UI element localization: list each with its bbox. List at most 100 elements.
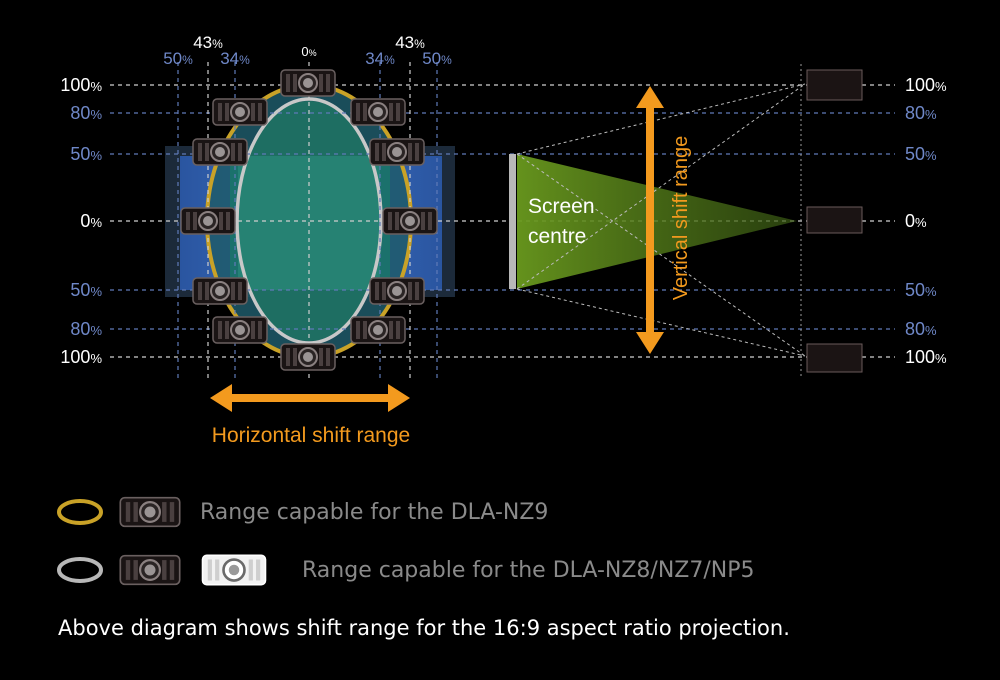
ray-line — [516, 83, 806, 155]
screen-centre-label: centre — [528, 225, 586, 248]
left-percent-labels: 100%80%50%0%50%80%100% — [60, 75, 102, 367]
horizontal-shift-arrow: Horizontal shift range — [210, 384, 410, 447]
projector-icon — [280, 69, 336, 97]
percent-value: 80 — [70, 319, 90, 339]
percent-unit: % — [212, 37, 223, 51]
projector-centre — [806, 206, 863, 234]
percent-unit: % — [935, 79, 947, 94]
percent-label: 50% — [905, 144, 937, 164]
percent-unit: % — [925, 284, 937, 299]
projector-icon — [192, 138, 248, 166]
percent-unit: % — [182, 53, 193, 67]
percent-unit: % — [90, 79, 102, 94]
percent-value: 80 — [905, 319, 925, 339]
percent-unit: % — [915, 215, 927, 230]
percent-label: 80% — [905, 103, 937, 123]
percent-value: 50 — [163, 49, 182, 68]
right-percent-labels: 100%80%50%0%50%80%100% — [905, 75, 947, 367]
projector-icon — [192, 277, 248, 305]
percent-label: 100% — [905, 75, 947, 95]
percent-unit: % — [90, 107, 102, 122]
percent-value: 34 — [365, 49, 384, 68]
percent-label: 100% — [905, 347, 947, 367]
percent-unit: % — [414, 37, 425, 51]
percent-label: 80% — [70, 319, 102, 339]
percent-unit: % — [90, 323, 102, 338]
percent-unit: % — [90, 215, 102, 230]
percent-label: 34% — [220, 49, 250, 68]
percent-value: 80 — [905, 103, 925, 123]
percent-value: 100 — [905, 75, 935, 95]
projector-icon — [180, 207, 236, 235]
percent-unit: % — [935, 351, 947, 366]
percent-label: 100% — [60, 75, 102, 95]
percent-value: 50 — [70, 144, 90, 164]
legend-label-nz9: Range capable for the DLA-NZ9 — [200, 499, 549, 525]
percent-label: 0% — [301, 44, 316, 59]
ray-line — [516, 288, 806, 357]
percent-label: 34% — [365, 49, 395, 68]
vertical-shift-arrow: Vertical shift range — [636, 86, 692, 354]
screen-centre-label: Screen — [528, 195, 595, 218]
percent-unit: % — [90, 148, 102, 163]
percent-label: 80% — [70, 103, 102, 123]
percent-unit: % — [441, 53, 452, 67]
percent-unit: % — [90, 351, 102, 366]
percent-label: 43% — [395, 33, 425, 52]
percent-label: 50% — [163, 49, 193, 68]
percent-value: 0 — [301, 44, 308, 59]
ray-line — [516, 153, 806, 357]
projector-top — [806, 69, 863, 101]
percent-label: 100% — [60, 347, 102, 367]
percent-unit: % — [925, 148, 937, 163]
projector-icon — [212, 98, 268, 126]
projector-icon — [280, 343, 336, 371]
percent-value: 50 — [905, 280, 925, 300]
gold-ellipse-icon — [57, 499, 103, 525]
percent-value: 0 — [905, 211, 915, 231]
projector-icon — [212, 316, 268, 344]
black-projector-icon — [119, 554, 181, 586]
legend-row-nz8: Range capable for the DLA-NZ8/NZ7/NP5 — [56, 552, 755, 588]
percent-value: 100 — [60, 75, 90, 95]
projection-side: Screen centre — [509, 64, 863, 378]
legend-row-nz9: Range capable for the DLA-NZ9 — [56, 494, 548, 530]
percent-value: 50 — [70, 280, 90, 300]
top-percent-labels: 50%43%34%0%34%43%50% — [163, 33, 452, 68]
percent-value: 100 — [905, 347, 935, 367]
projector-icon — [369, 138, 425, 166]
percent-value: 100 — [60, 347, 90, 367]
grey-ellipse-icon — [57, 557, 103, 583]
percent-unit: % — [925, 107, 937, 122]
percent-label: 50% — [70, 280, 102, 300]
percent-value: 0 — [80, 211, 90, 231]
percent-label: 0% — [80, 211, 102, 231]
white-projector-icon — [201, 553, 267, 587]
legend-symbols — [57, 553, 267, 587]
percent-label: 50% — [905, 280, 937, 300]
percent-unit: % — [309, 48, 317, 58]
projector-icon — [369, 277, 425, 305]
percent-label: 50% — [70, 144, 102, 164]
percent-unit: % — [384, 53, 395, 67]
legend-symbols — [57, 496, 181, 528]
projector-bottom — [806, 343, 863, 373]
percent-value: 50 — [422, 49, 441, 68]
percent-value: 43 — [395, 33, 414, 52]
projection-beam — [517, 154, 797, 289]
percent-label: 0% — [905, 211, 927, 231]
percent-unit: % — [925, 323, 937, 338]
percent-value: 34 — [220, 49, 239, 68]
percent-label: 50% — [422, 49, 452, 68]
percent-label: 43% — [193, 33, 223, 52]
legend-label-nz8: Range capable for the DLA-NZ8/NZ7/NP5 — [302, 557, 755, 583]
projector-icon — [382, 207, 438, 235]
percent-unit: % — [90, 284, 102, 299]
projector-icon — [350, 316, 406, 344]
ray-line — [516, 83, 806, 290]
percent-value: 43 — [193, 33, 212, 52]
caption: Above diagram shows shift range for the … — [58, 616, 790, 640]
percent-unit: % — [239, 53, 250, 67]
